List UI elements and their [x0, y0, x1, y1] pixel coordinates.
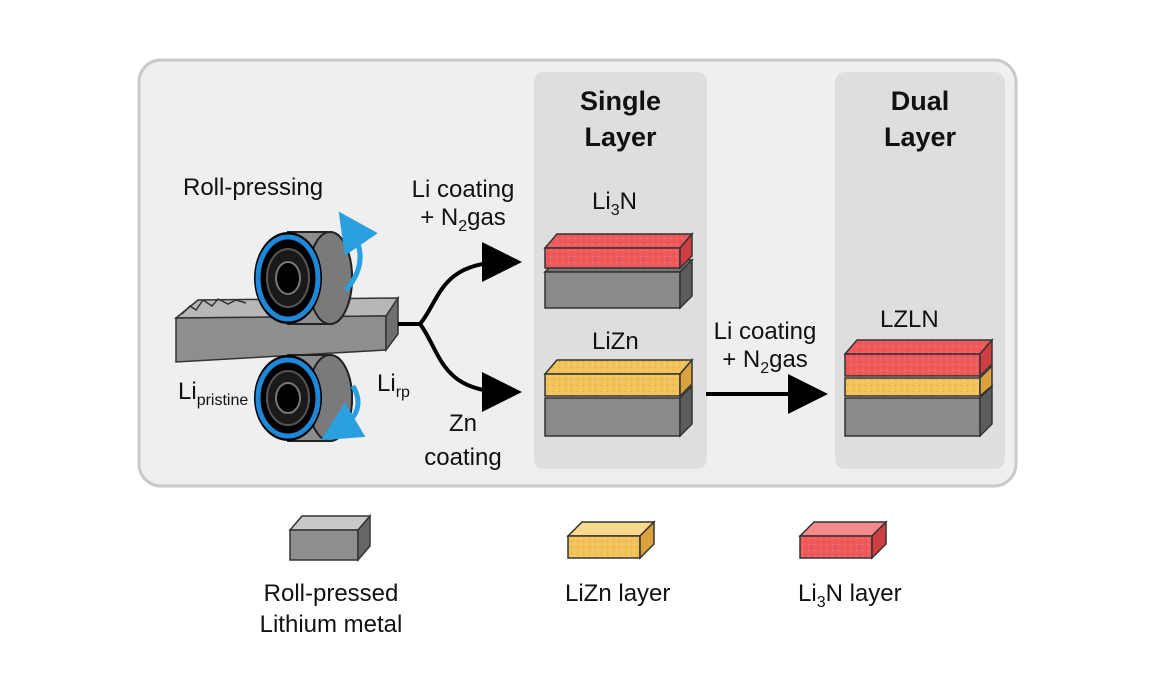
li-pristine-label: Lipristine: [178, 378, 249, 409]
bottom-roller: [254, 354, 353, 442]
li3n-single-label: Li3N: [592, 188, 637, 219]
bottom-rotation-arrow: [320, 384, 366, 441]
dual-layer-title: Dual Layer: [883, 86, 957, 152]
roll-pressing-label: Roll-pressing: [183, 174, 324, 201]
lzln-dual-block: [843, 337, 994, 438]
legend-li3n-icon: [798, 520, 888, 560]
top-rotation-arrow: [338, 211, 378, 292]
li3n-single-block: [543, 231, 694, 310]
li-rp-label: Lirp: [377, 370, 410, 401]
lizn-single-block: [543, 357, 694, 438]
legend-lizn-icon: [566, 520, 656, 560]
legend-li3n-label: Li3N layer: [798, 580, 902, 611]
lzln-label: LZLN: [880, 306, 939, 333]
lizn-single-label: LiZn: [592, 328, 639, 355]
legend-lithium-label: Roll-pressed Lithium metal: [259, 580, 403, 638]
legend-lithium-icon: [288, 513, 372, 563]
branch-arrow-down: [418, 322, 522, 412]
legend-lizn-label: LiZn layer: [565, 580, 671, 607]
li-coating-label-1: Li coating + N2gas: [411, 176, 515, 235]
zn-coating-label: Zn coating: [424, 410, 502, 471]
single-layer-title: Single Layer: [579, 86, 661, 152]
top-roller: [254, 231, 353, 325]
branch-arrow-up: [418, 242, 522, 326]
li-coating-label-2: Li coating + N2gas: [713, 318, 817, 377]
